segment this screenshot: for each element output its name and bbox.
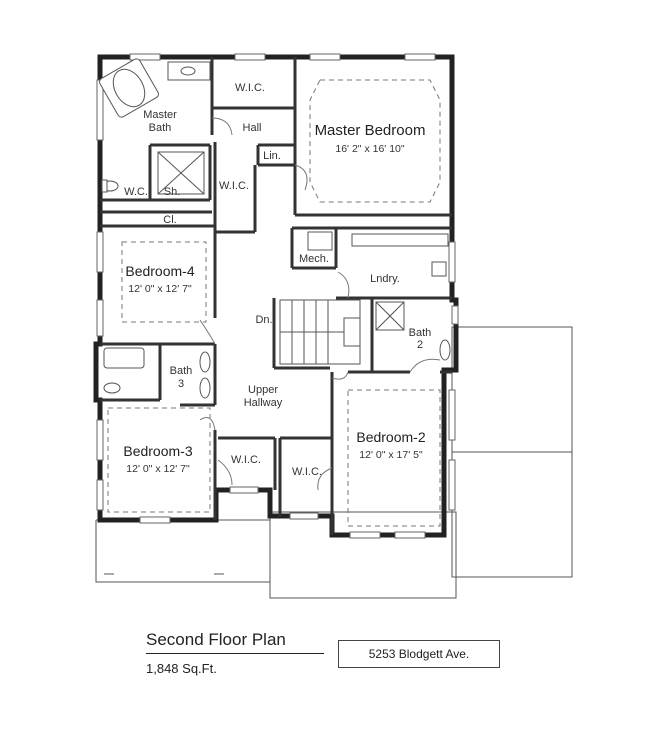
bedroom2-dim: 12' 0" x 17' 5" <box>359 449 423 461</box>
lndry-label: Lndry. <box>370 273 400 285</box>
cl-label: Cl. <box>163 214 176 226</box>
address-box: 5253 Blodgett Ave. <box>338 640 500 668</box>
garage-outline <box>451 326 573 578</box>
master-bedroom-name: Master Bedroom <box>315 122 426 139</box>
wic-mid-label: W.I.C. <box>219 180 249 192</box>
hall-label: Hall <box>243 122 262 134</box>
title-underline <box>146 653 324 654</box>
bath3-label-1: Bath <box>170 365 193 377</box>
master-bath-label-1: Master <box>143 109 177 121</box>
dn-label: Dn. <box>255 314 272 326</box>
windows <box>96 53 459 539</box>
address-text: 5253 Blodgett Ave. <box>368 647 470 661</box>
upper-hallway-label-2: Hallway <box>244 397 283 409</box>
staircase <box>279 299 361 365</box>
room-labels: Master Bedroom 16' 2" x 16' 10" Master B… <box>123 82 431 478</box>
sh-label: Sh. <box>164 186 181 198</box>
exterior-walls <box>93 54 459 538</box>
porch-outline <box>95 511 457 599</box>
bath2-label-2: 2 <box>417 339 423 351</box>
fixtures <box>99 58 451 527</box>
bedroom4-dim: 12' 0" x 12' 7" <box>128 283 192 295</box>
master-bedroom-dim: 16' 2" x 16' 10" <box>335 143 405 155</box>
wic-master-label: W.I.C. <box>235 82 265 94</box>
mech-label: Mech. <box>299 253 329 265</box>
bedroom3-name: Bedroom-3 <box>123 443 192 459</box>
master-bath-label-2: Bath <box>149 122 172 134</box>
bedroom3-dim: 12' 0" x 12' 7" <box>126 463 190 475</box>
wic-b2-label: W.I.C. <box>292 466 322 478</box>
bedroom4-name: Bedroom-4 <box>125 263 194 279</box>
bedroom2-name: Bedroom-2 <box>356 429 425 445</box>
plan-title: Second Floor Plan <box>146 630 286 649</box>
bath3-label-2: 3 <box>178 378 184 390</box>
plan-area: 1,848 Sq.Ft. <box>146 661 217 676</box>
lin-label: Lin. <box>263 150 281 162</box>
bath2-label-1: Bath <box>409 327 432 339</box>
wc-label: W.C. <box>124 186 148 198</box>
interior-walls <box>100 57 452 535</box>
wic-b3-label: W.I.C. <box>231 454 261 466</box>
upper-hallway-label-1: Upper <box>248 384 278 396</box>
